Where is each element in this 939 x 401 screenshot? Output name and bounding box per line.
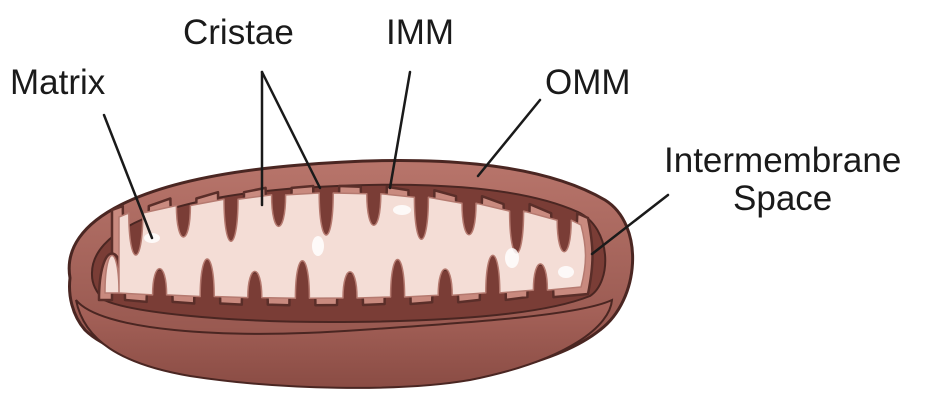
label-matrix: Matrix <box>10 64 105 102</box>
label-omm: OMM <box>545 64 631 102</box>
label-intermembrane-line1: Intermembrane <box>664 142 901 180</box>
label-cristae: Cristae <box>183 14 294 52</box>
label-intermembrane-line2: Space <box>664 180 901 218</box>
label-imm: IMM <box>386 14 454 52</box>
label-intermembrane-space: Intermembrane Space <box>664 142 901 218</box>
omm-leader-line <box>478 100 540 176</box>
